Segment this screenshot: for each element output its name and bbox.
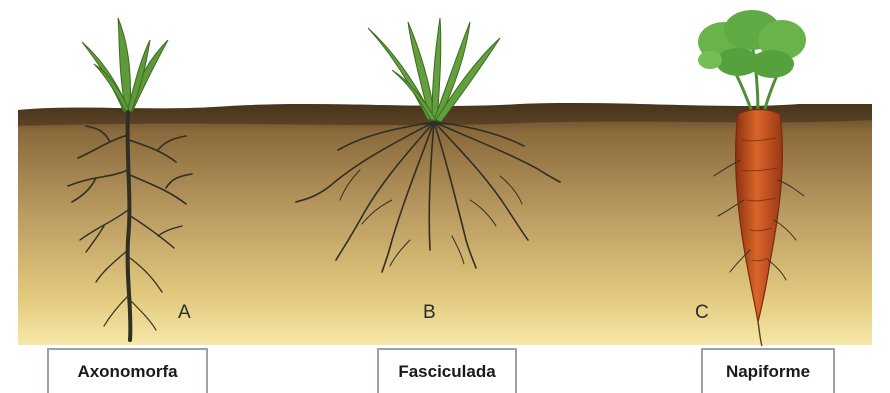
root-letter-a: A <box>178 303 191 322</box>
label-box-axonomorfa: Axonomorfa <box>47 348 208 393</box>
label-napiforme: Napiforme <box>726 362 810 382</box>
carrot-leaves <box>698 10 806 112</box>
label-fasciculada: Fasciculada <box>398 362 495 382</box>
root-letter-b: B <box>423 303 436 322</box>
taproot-leaves <box>82 18 168 112</box>
label-box-fasciculada: Fasciculada <box>377 348 517 393</box>
label-axonomorfa: Axonomorfa <box>77 362 177 382</box>
root-letter-c: C <box>695 303 709 322</box>
label-box-napiforme: Napiforme <box>701 348 835 393</box>
